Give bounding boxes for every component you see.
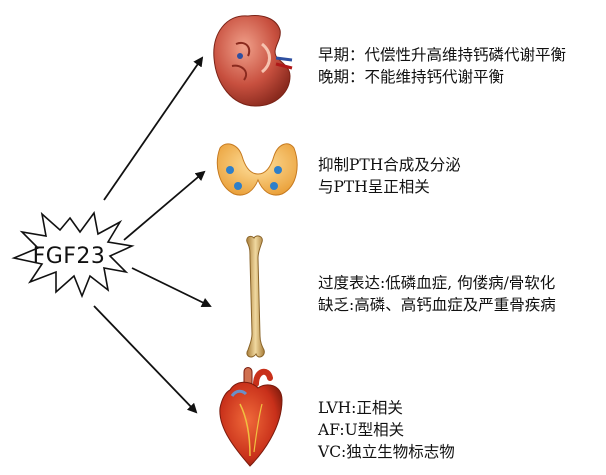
- bone-note: 过度表达:低磷血症, 佝偻病/骨软化 缺乏:高磷、高钙血症及严重骨疾病: [318, 272, 556, 316]
- heart-note-line: LVH:正相关: [318, 397, 455, 419]
- heart-note-line: VC:独立生物标志物: [318, 441, 455, 463]
- arrow-to-heart: [94, 306, 196, 412]
- bone-icon: [247, 236, 265, 357]
- parathyroid-note: 抑制PTH合成及分泌 与PTH呈正相关: [318, 154, 461, 198]
- arrow-to-parathyroid: [124, 172, 204, 240]
- parathyroid-note-line: 抑制PTH合成及分泌: [318, 154, 461, 176]
- parathyroid-note-line: 与PTH呈正相关: [318, 176, 461, 198]
- bone-note-line: 缺乏:高磷、高钙血症及严重骨疾病: [318, 294, 556, 316]
- heart-note: LVH:正相关 AF:U型相关 VC:独立生物标志物: [318, 397, 455, 463]
- arrow-to-kidney: [104, 58, 202, 200]
- fgf23-label: FGF23: [14, 244, 124, 269]
- heart-icon: [220, 368, 282, 467]
- parathyroid-icon: [217, 144, 297, 195]
- kidney-note-line: 早期：代偿性升高维持钙磷代谢平衡: [318, 44, 566, 66]
- bone-note-line: 过度表达:低磷血症, 佝偻病/骨软化: [318, 272, 556, 294]
- kidney-note: 早期：代偿性升高维持钙磷代谢平衡 晚期：不能维持钙代谢平衡: [318, 44, 566, 88]
- arrow-to-bone: [132, 268, 210, 306]
- kidney-icon: [214, 16, 292, 106]
- kidney-note-line: 晚期：不能维持钙代谢平衡: [318, 66, 566, 88]
- heart-note-line: AF:U型相关: [318, 419, 455, 441]
